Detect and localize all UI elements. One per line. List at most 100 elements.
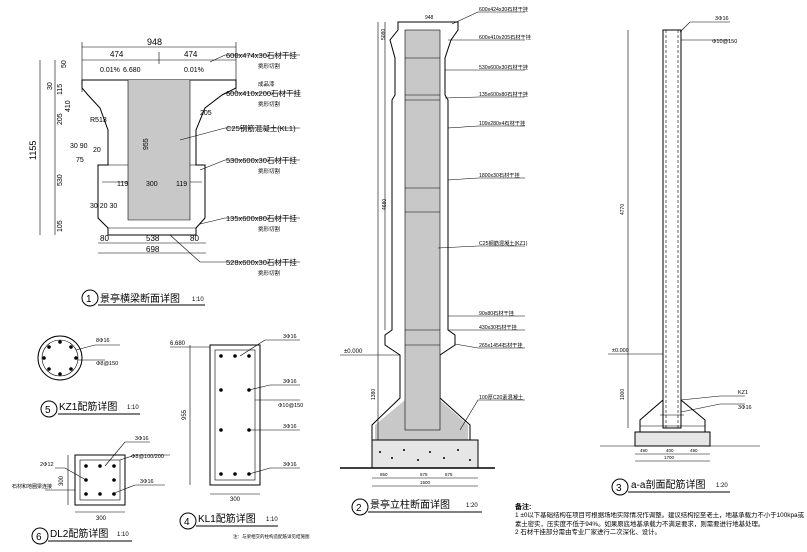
kl1-callout-5: 3Φ16 (283, 462, 297, 468)
dim-205: 205 (200, 110, 212, 117)
detail-5-kz1: 8Φ16 Φ8@150 5 KZ1配筋详图 1:10 (37, 335, 140, 418)
dim-474-right: 474 (184, 50, 198, 59)
dim-300: 300 (146, 181, 158, 188)
column-concrete-kz1 (405, 30, 440, 430)
dl2-rebars (84, 464, 116, 496)
dim-538: 538 (146, 234, 160, 243)
col-callout-5: 109x280x4石材干挂 (479, 119, 525, 127)
callout-3-sub: 挑形切割 (258, 100, 281, 108)
aa-dim-a: 490 (640, 448, 648, 453)
dl2-callout-1: 3Φ16 (135, 436, 149, 442)
detail-1-number: 1 (86, 294, 92, 305)
notes-block: 备注: 1 ±0以下基础结构在项目可根据场地实际情况作调整。建议结构挖至老土，地… (514, 502, 804, 537)
kz1-rebars (42, 340, 78, 376)
dim-955: 955 (143, 138, 150, 150)
detail-1-beam-section: 948 474 474 0.01% 6.680 0.01% 955 119 30… (28, 37, 302, 307)
col-callout-11: 100厚C20素混凝土 (479, 393, 523, 401)
aa-dim-total: 1700 (664, 455, 675, 460)
foundation-gravel (379, 449, 471, 461)
detail-1-scale: 1:10 (192, 297, 204, 303)
detail-1-title: 景亭横梁断面详图 (100, 292, 180, 305)
dim-30-90: 30 90 (70, 143, 88, 150)
col-dim-3: 1380 (371, 389, 377, 400)
concrete-core-kl1 (128, 80, 190, 220)
aa-dim-b: 400 (666, 448, 674, 453)
detail-1-number-circle (81, 289, 99, 307)
col-callout-2: 600x410x205石材干挂 (479, 33, 531, 41)
detail-6-title: DL2配筋详图 (50, 527, 108, 540)
detail-2-callouts: 600x424x30石材干挂 600x410x205石材干挂 530x600x3… (437, 5, 531, 431)
kl1-callout-1: 3Φ16 (283, 334, 297, 340)
col-callout-10: 265x1454石材干挂 (479, 341, 523, 349)
kl1-dim-width: 300 (230, 497, 241, 503)
detail-6-scale: 1:10 (117, 532, 129, 538)
detail-5-scale: 1:10 (127, 405, 139, 411)
detail-4-scale: 1:10 (266, 517, 278, 523)
col-dim-2: 4680 (382, 199, 388, 210)
dl2-callout-2: Φ8@100/200 (131, 454, 164, 460)
notes-heading: 备注: (514, 502, 531, 511)
dim-698: 698 (146, 245, 160, 254)
detail-6-number: 6 (36, 532, 42, 543)
detail-4-number: 4 (184, 517, 190, 528)
kz1-callout-2: Φ8@150 (96, 361, 118, 367)
callout-5: 530x600x30石材干挂 (226, 155, 297, 165)
detail-2-title: 景亭立柱断面详图 (370, 498, 450, 511)
dim-50: 50 (61, 60, 68, 68)
detail-6-dl2: 3Φ16 Φ8@100/200 2Φ12 3Φ16 石材和地圈梁连接 300 3… (12, 436, 170, 545)
detail-5-number: 5 (45, 405, 51, 416)
col-callout-4: 135x600x80石材干挂 (479, 90, 528, 98)
col-dim-1500: 1500 (420, 480, 431, 485)
dim-1155: 1155 (28, 141, 38, 160)
aa-dim-c: 490 (690, 448, 698, 453)
col-callout-1: 600x424x30石材干挂 (479, 5, 528, 13)
detail-2-number: 2 (356, 503, 362, 514)
kl1-callout-3: Φ10@150 (278, 403, 303, 409)
callout-7: 528x600x30石材干挂 (226, 257, 297, 267)
detail-2-scale: 1:20 (466, 503, 478, 509)
detail-4-kl1: 6.680 3Φ16 3Φ16 Φ10@150 3Φ16 3Φ16 955 30… (170, 334, 310, 540)
note-item-1: 1 ±0以下基础结构在项目可根据场地实际情况作调整。建议结构挖至老土，地基承载力… (515, 512, 804, 528)
detail-4-title: KL1配筋详图 (198, 512, 256, 525)
dim-474-left: 474 (110, 50, 124, 59)
dim-205-left: 205 (57, 113, 64, 125)
detail-3-title: a-a剖面配筋详图 (631, 478, 705, 491)
aa-foundation (634, 431, 711, 447)
dl2-dim-height: 300 (59, 475, 65, 486)
col-dim-575-b: 575 (445, 472, 453, 477)
callout-1: 600x474x30石材干挂 (226, 50, 297, 60)
dim-75: 75 (76, 157, 84, 164)
col-callout-7: C25钢筋混凝土(KZ1) (479, 239, 528, 247)
aa-column (662, 29, 682, 429)
col-dim-575-a: 575 (420, 472, 428, 477)
callout-4: C25钢筋混凝土(KL1) (226, 123, 296, 133)
detail-1-callouts: 600x474x30石材干挂 挑形切割 成品漆 600x410x200石材干挂 … (169, 50, 302, 277)
dim-410: 410 (65, 100, 72, 112)
kl1-dim-height: 955 (182, 409, 188, 420)
note-item-2: 2 石材干挂部分需由专业厂家进行二次深化、设计。 (515, 529, 661, 537)
dl2-callout-5: 石材和地圈梁连接 (12, 483, 52, 490)
col-elev-000: ±0.000 (344, 349, 363, 355)
detail-3-aa-section: ±0.000 3Φ16 Φ10@150 KZ1 3Φ16 4770 1000 4… (600, 16, 760, 496)
elev-6680: 6.680 (123, 67, 141, 74)
dim-948: 948 (147, 37, 162, 47)
dim-80-left: 80 (100, 234, 109, 243)
kl1-callout-4: 3Φ16 (283, 424, 297, 430)
dim-80-right: 80 (190, 234, 199, 243)
slope-right: 0.01% (184, 67, 204, 74)
callout-7-sub: 挑形切割 (258, 269, 281, 277)
aa-callout-4: 3Φ16 (738, 405, 752, 411)
kl1-note: 注：与梁相交的柱构造配筋详见结施图 (233, 533, 310, 540)
dim-119-left: 119 (117, 181, 128, 188)
foundation-block (371, 439, 479, 469)
dim-30-20-30: 30 20 30 (90, 203, 117, 210)
callout-6: 135x600x80石材干挂 (226, 213, 297, 223)
detail-5-title: KZ1配筋详图 (59, 400, 117, 413)
dim-20: 20 (93, 147, 101, 154)
kl1-rebars (219, 354, 251, 476)
dim-115: 115 (57, 84, 64, 95)
dl2-dim-width: 300 (96, 516, 107, 522)
kl1-callout-2: 3Φ16 (283, 379, 297, 385)
detail-3-number: 3 (616, 483, 622, 494)
